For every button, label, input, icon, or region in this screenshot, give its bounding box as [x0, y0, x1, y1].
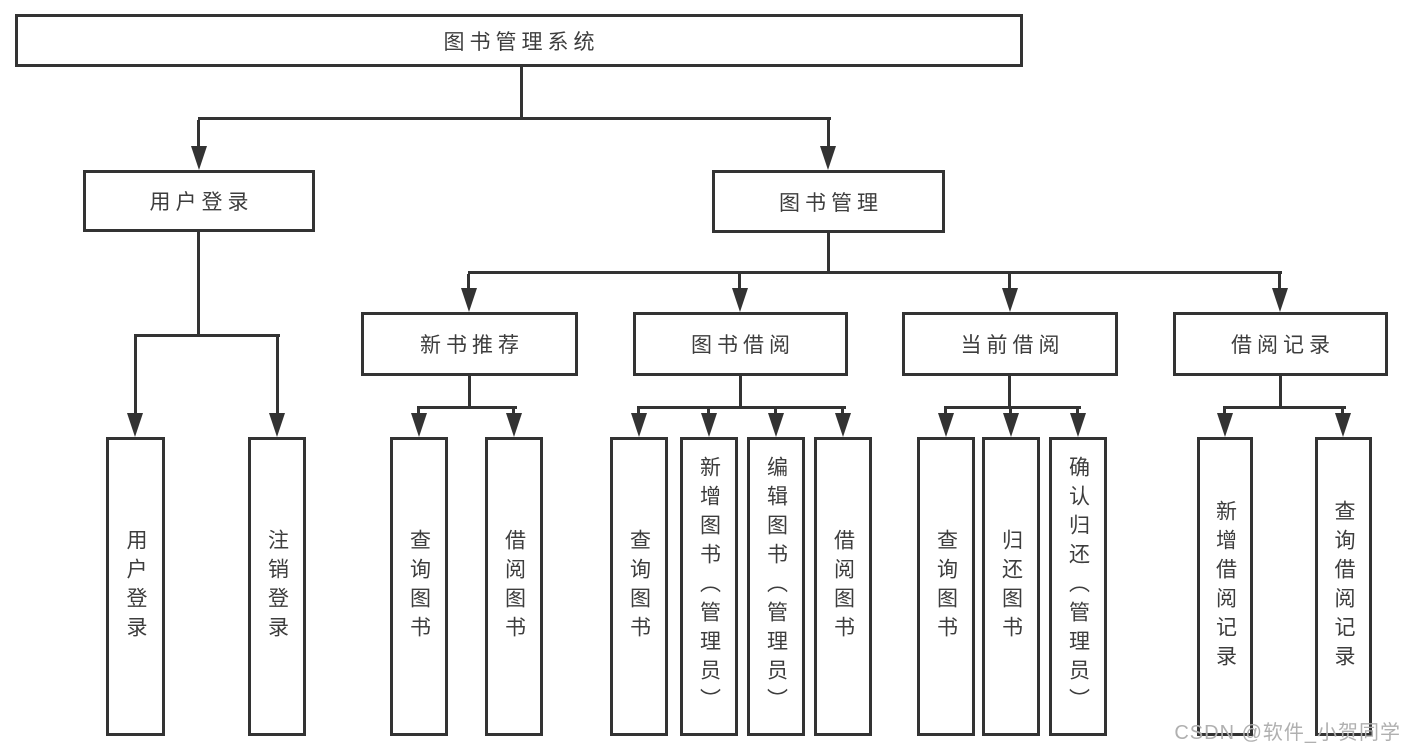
connector-line: [134, 337, 137, 413]
connector-line: [707, 409, 710, 415]
node-label: 查询图书: [627, 528, 651, 645]
node-current-borrowing: 当前借阅: [902, 312, 1118, 376]
connector-line: [468, 376, 471, 408]
arrow-down-icon: [938, 413, 954, 437]
connector-line: [417, 406, 517, 409]
connector-line: [841, 409, 844, 415]
node-label: 新增借阅记录: [1213, 499, 1237, 674]
node-leaf-add-borrow-record: 新增借阅记录: [1197, 437, 1253, 736]
node-label: 确认归还（管理员）: [1066, 456, 1090, 717]
arrow-down-icon: [506, 413, 522, 437]
node-label: 新书推荐: [420, 334, 524, 357]
node-leaf-return-books: 归还图书: [982, 437, 1040, 736]
connector-line: [1279, 376, 1282, 408]
connector-line: [827, 120, 830, 148]
node-leaf-query-borrow-record: 查询借阅记录: [1315, 437, 1372, 736]
connector-line: [468, 271, 1282, 274]
connector-line: [774, 409, 777, 415]
arrow-down-icon: [768, 413, 784, 437]
node-leaf-borrow-books-recommend: 借阅图书: [485, 437, 543, 736]
node-label: 图书管理: [779, 191, 883, 215]
connector-line: [1341, 409, 1344, 415]
node-leaf-query-books-borrowing: 查询图书: [610, 437, 668, 736]
connector-line: [134, 334, 280, 337]
node-label: 当前借阅: [960, 334, 1065, 357]
node-label: 归还图书: [999, 528, 1023, 645]
node-new-book-recommendation: 新书推荐: [361, 312, 578, 376]
connector-line: [739, 376, 742, 408]
connector-line: [417, 409, 420, 415]
node-borrowing-records: 借阅记录: [1173, 312, 1388, 376]
arrow-down-icon: [191, 146, 207, 170]
node-label: 用户登录: [124, 528, 147, 645]
connector-line: [1223, 406, 1346, 409]
node-book-management-group: 图书管理: [712, 170, 945, 233]
connector-line: [276, 337, 279, 413]
node-leaf-add-books-admin: 新增图书（管理员）: [680, 437, 738, 736]
node-label: 用户登录: [149, 191, 254, 214]
connector-line: [738, 274, 741, 290]
node-book-borrowing: 图书借阅: [633, 312, 848, 376]
node-label: 图书管理系统: [443, 30, 600, 54]
connector-line: [1076, 409, 1079, 415]
arrow-down-icon: [835, 413, 851, 437]
arrow-down-icon: [461, 288, 477, 312]
node-label: 编辑图书（管理员）: [764, 456, 788, 717]
arrow-down-icon: [631, 413, 647, 437]
node-label: 新增图书（管理员）: [697, 456, 721, 717]
node-label: 查询图书: [407, 528, 431, 645]
arrow-down-icon: [1217, 413, 1233, 437]
arrow-down-icon: [732, 288, 748, 312]
connector-line: [467, 274, 470, 290]
node-user-login-group: 用户登录: [83, 170, 315, 232]
node-leaf-query-books-recommend: 查询图书: [390, 437, 448, 736]
csdn-watermark: CSDN @软件_小贺同学: [1174, 722, 1401, 744]
node-label: 注销登录: [265, 528, 289, 645]
connector-line: [1009, 409, 1012, 415]
connector-line: [827, 233, 830, 273]
node-label: 借阅图书: [831, 528, 855, 645]
node-leaf-user-login: 用户登录: [106, 437, 165, 736]
node-label: 借阅记录: [1231, 334, 1335, 357]
arrow-down-icon: [1272, 288, 1288, 312]
arrow-down-icon: [1070, 413, 1086, 437]
node-label: 查询图书: [934, 528, 958, 645]
connector-line: [1008, 274, 1011, 290]
arrow-down-icon: [820, 146, 836, 170]
node-leaf-confirm-return-admin: 确认归还（管理员）: [1049, 437, 1107, 736]
connector-line: [197, 120, 200, 148]
connector-line: [512, 409, 515, 415]
node-library-management-system: 图书管理系统: [15, 14, 1023, 67]
arrow-down-icon: [701, 413, 717, 437]
arrow-down-icon: [269, 413, 285, 437]
node-leaf-query-books-current: 查询图书: [917, 437, 975, 736]
connector-line: [198, 117, 831, 120]
connector-line: [637, 409, 640, 415]
node-leaf-edit-books-admin: 编辑图书（管理员）: [747, 437, 805, 736]
node-label: 借阅图书: [502, 528, 526, 645]
connector-line: [637, 406, 846, 409]
arrow-down-icon: [1003, 413, 1019, 437]
connector-line: [1278, 274, 1281, 290]
connector-line: [197, 232, 200, 336]
node-leaf-borrow-books: 借阅图书: [814, 437, 872, 736]
arrow-down-icon: [1335, 413, 1351, 437]
connector-line: [520, 67, 523, 119]
connector-line: [944, 409, 947, 415]
connector-line: [1008, 376, 1011, 408]
connector-line: [944, 406, 1081, 409]
arrow-down-icon: [1002, 288, 1018, 312]
node-leaf-logout: 注销登录: [248, 437, 306, 736]
arrow-down-icon: [127, 413, 143, 437]
node-label: 图书借阅: [691, 334, 795, 357]
node-label: 查询借阅记录: [1332, 499, 1355, 674]
arrow-down-icon: [411, 413, 427, 437]
connector-line: [1223, 409, 1226, 415]
